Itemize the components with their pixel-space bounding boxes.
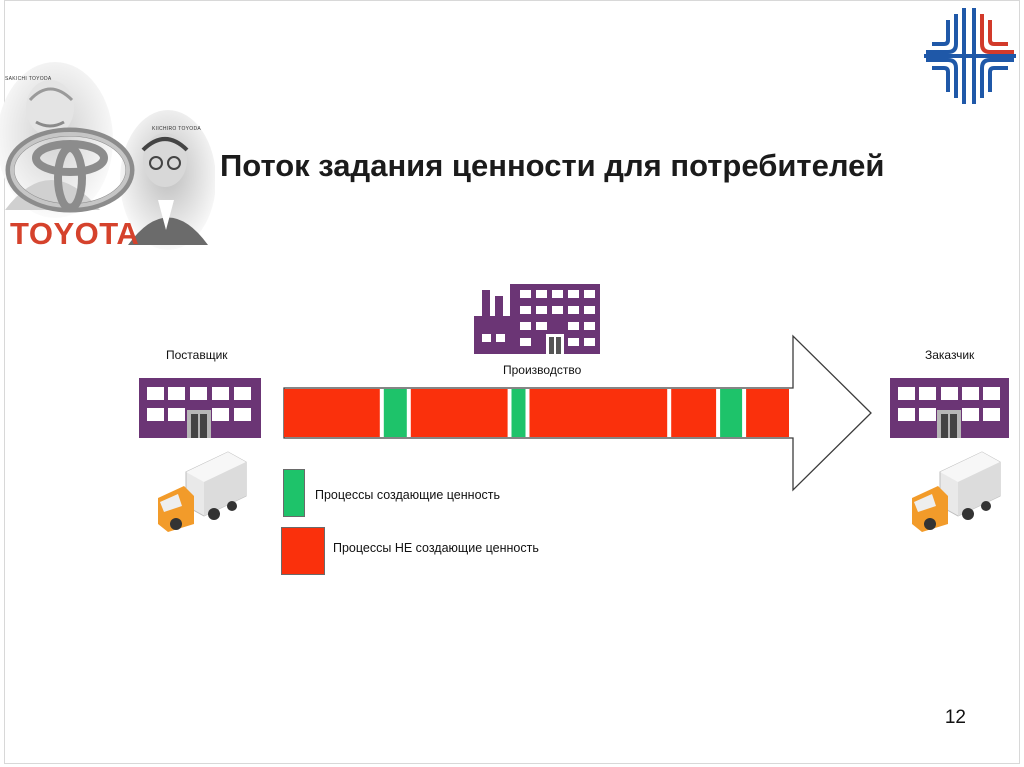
- supplier-label: Поставщик: [166, 348, 228, 362]
- supplier-building-icon: [139, 378, 261, 438]
- legend-value-label: Процессы создающие ценность: [315, 488, 500, 502]
- portrait-caption-right: KIICHIRO TOYODA: [152, 126, 201, 132]
- non-value-process-segment: [530, 389, 668, 437]
- customer-building-icon: [890, 378, 1009, 438]
- legend-non-value-label: Процессы НЕ создающие ценность: [333, 541, 539, 555]
- portrait-caption-left: SAKICHI TOYODA: [5, 76, 52, 82]
- non-value-process-segment: [746, 389, 789, 437]
- customer-truck-icon: [910, 450, 1002, 532]
- toyota-logo-text: TOYOTA: [10, 216, 139, 252]
- non-value-process-segment: [411, 389, 508, 437]
- supplier-truck-icon: [156, 450, 248, 532]
- non-value-process-segment: [671, 389, 716, 437]
- non-value-process-segment: [284, 389, 380, 437]
- slide-title: Поток задания ценности для потребителей: [220, 148, 884, 184]
- value-process-segment: [720, 389, 742, 437]
- legend-non-value-swatch: [281, 527, 325, 575]
- customer-label: Заказчик: [925, 348, 974, 362]
- legend: Процессы создающие ценность Процессы НЕ …: [280, 466, 600, 578]
- value-process-segment: [384, 389, 407, 437]
- stream-segments: [284, 389, 789, 437]
- company-emblem-icon: [920, 4, 1020, 108]
- value-process-segment: [512, 389, 526, 437]
- page-number: 12: [945, 707, 966, 729]
- legend-value-swatch: [283, 469, 305, 517]
